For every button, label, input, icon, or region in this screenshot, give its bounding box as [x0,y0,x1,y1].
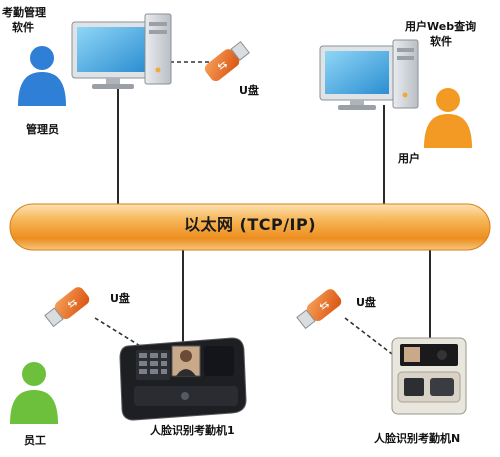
employee-label: 员工 [24,434,46,447]
user-person-icon [424,88,472,148]
admin-person-icon [18,46,66,106]
face-device-1-icon [119,337,247,421]
usb-dashed-links [94,61,393,355]
admin-label: 管理员 [26,123,59,136]
device-n-label: 人脸识别考勤机N [374,432,461,445]
usb-top-label: U盘 [239,84,259,97]
web-software-label-line1: 用户Web查询 [405,20,477,33]
usb-drive-top-icon: ⇆ [204,41,250,82]
ethernet-label: 以太网 (TCP/IP) [183,215,317,234]
employee-person-icon [10,362,58,424]
ethernet-bar [9,203,491,251]
user-label: 用户 [398,152,420,165]
usb-right-label: U盘 [356,296,376,309]
usb-drive-left-icon: ⇆ [44,287,90,328]
device-1-label: 人脸识别考勤机1 [150,424,235,437]
usb-drive-right-icon: ⇆ [296,289,342,330]
usb-left-label: U盘 [110,292,130,305]
admin-software-label-line2: 软件 [12,21,34,34]
admin-computer-icon [71,13,172,89]
connection-lines [117,80,431,348]
face-device-n-icon [391,337,467,415]
web-computer-icon [319,39,419,110]
admin-software-label-line1: 考勤管理 [2,6,46,19]
web-software-label-line2: 软件 [430,35,452,48]
